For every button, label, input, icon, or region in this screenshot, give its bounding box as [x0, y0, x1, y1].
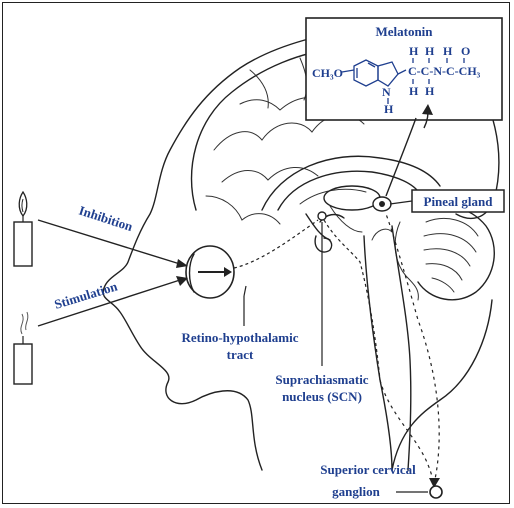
stimulation-label: Stimulation: [52, 278, 119, 312]
secretion-arrow: [386, 118, 416, 196]
melatonin-box: Melatonin CH₃O N H H H H O C-C-N-C-CH₃ H…: [306, 18, 502, 120]
pituitary: [315, 236, 332, 252]
rht-label-line2: tract: [227, 347, 254, 362]
ganglion-to-pineal-path: [386, 214, 439, 484]
unlit-candle: [14, 312, 32, 384]
bottom-h-1: H: [409, 84, 419, 98]
lit-candle: [14, 192, 32, 266]
side-chain: C-C-N-C-CH₃: [408, 64, 481, 78]
inhibition-label: Inhibition: [77, 203, 135, 235]
scn-label-line1: Suprachiasmatic: [275, 372, 368, 387]
superior-cervical-ganglion: [430, 486, 442, 498]
scg-label-line2: ganglion: [332, 484, 380, 499]
rht-label-line1: Retino-hypothalamic: [182, 330, 299, 345]
top-o: O: [461, 44, 470, 58]
melatonin-title: Melatonin: [375, 24, 433, 39]
top-h-1: H: [409, 44, 419, 58]
ring-hydrogen: H: [384, 102, 394, 116]
bottom-h-2: H: [425, 84, 435, 98]
scn-label-line2: nucleus (SCN): [282, 389, 362, 404]
retinohypothalamic-path: [234, 220, 318, 268]
pineal-gland-label: Pineal gland: [424, 194, 494, 209]
pineal-gland-drawing: [373, 197, 391, 211]
brainstem: [364, 226, 411, 470]
ring-nitrogen: N: [382, 85, 391, 99]
scg-label-line1: Superior cervical: [320, 462, 416, 477]
methoxy-group: CH₃O: [312, 66, 343, 80]
scn-dot: [318, 212, 326, 220]
top-h-2: H: [425, 44, 435, 58]
eye: [186, 246, 234, 298]
cerebellum: [395, 205, 494, 300]
top-h-3: H: [443, 44, 453, 58]
scn-to-cord-path: [324, 220, 380, 380]
